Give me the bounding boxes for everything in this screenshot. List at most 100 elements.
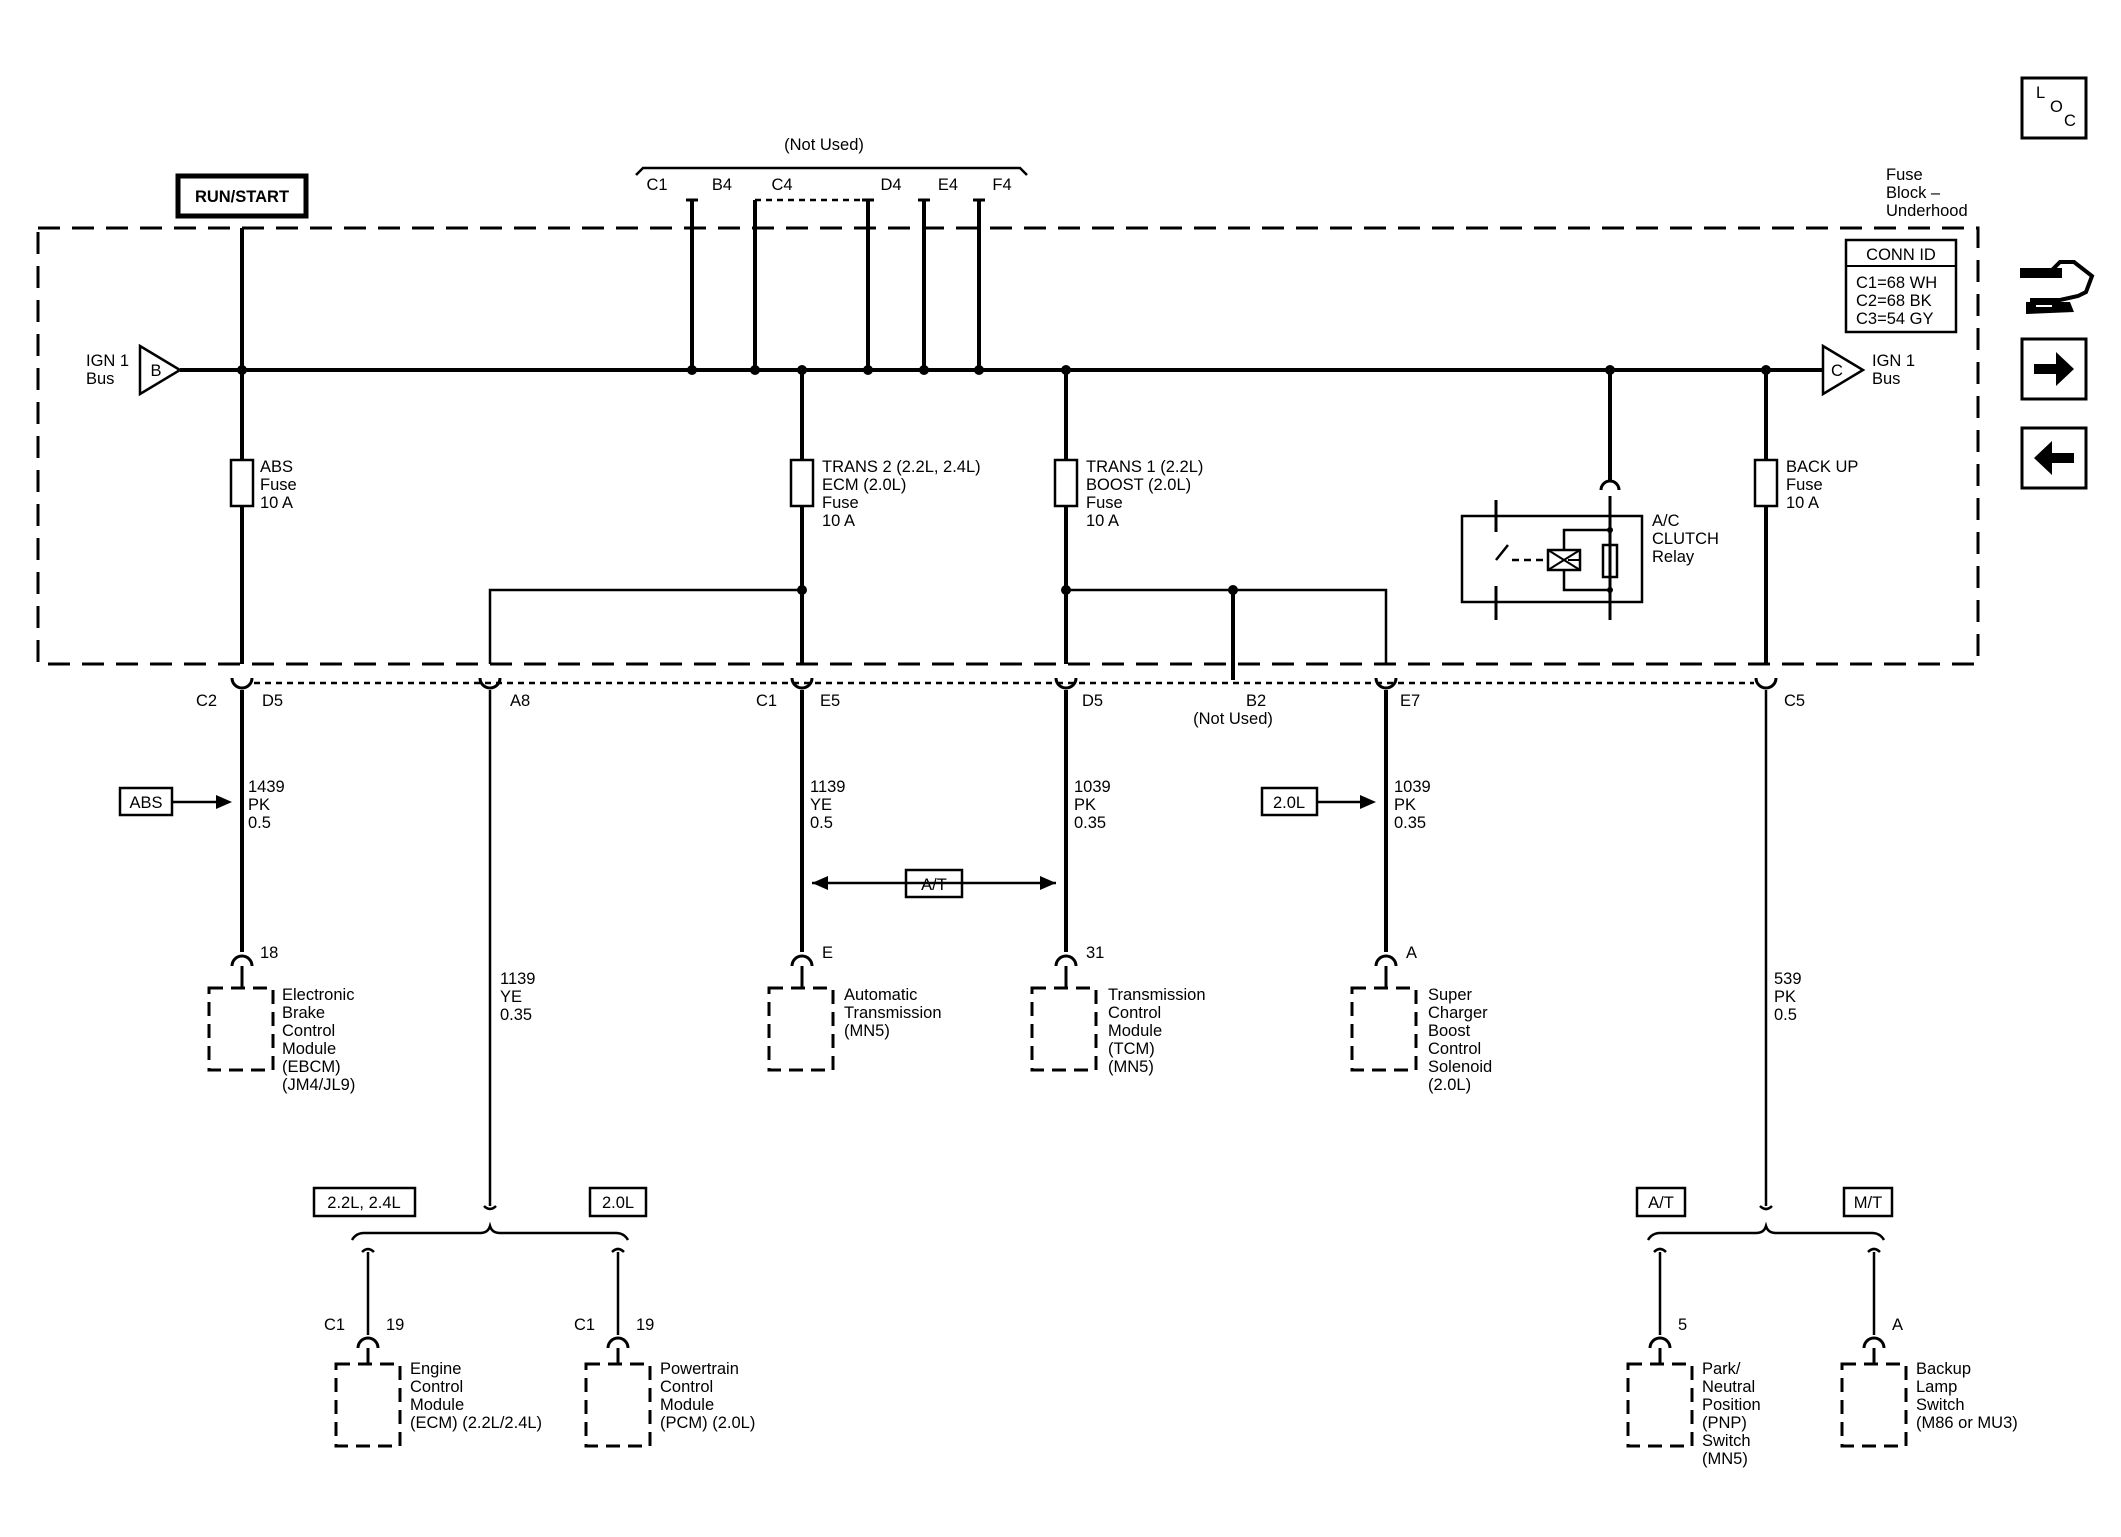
conn-d5-2: D5 <box>1082 692 1103 710</box>
conn-b2: B2 <box>1246 692 1266 710</box>
twol-option-tag <box>1260 786 1319 817</box>
right-bus-label-2: Bus <box>1872 370 1900 388</box>
engine-b-option-tag <box>588 1186 648 1218</box>
backup-fuse <box>1753 458 1779 508</box>
wire-label: 1439 <box>248 778 285 796</box>
trans1-fuse-label-4: 10 A <box>1086 512 1119 530</box>
arrow-left-icon[interactable] <box>2020 426 2088 490</box>
pnp-box <box>1626 1362 1694 1448</box>
twol-tag-text: 2.0L <box>1273 794 1305 812</box>
conn-id-box <box>1844 238 1958 334</box>
engine-a-option-tag <box>312 1186 417 1218</box>
fuse-block-title: Fuse <box>1886 166 1923 184</box>
fuse-block-title-3: Underhood <box>1886 202 1968 220</box>
abs-fuse-label-2: Fuse <box>260 476 297 494</box>
harness-connector-icon[interactable] <box>2020 260 2095 314</box>
pcm-pin: 19 <box>636 1316 654 1334</box>
ecm-conn: C1 <box>324 1316 345 1334</box>
top-pin-c1: C1 <box>646 176 667 194</box>
right-bus-letter: C <box>1831 362 1843 380</box>
bus-b-triangle <box>138 343 183 397</box>
pnp-pin: 5 <box>1678 1316 1687 1334</box>
ecm-label: Engine <box>410 1360 461 1378</box>
wire-label-color: YE <box>500 988 522 1006</box>
auto-trans-box <box>767 986 835 1072</box>
tcm-label: Transmission <box>1108 986 1206 1004</box>
engine-a-tag-text: 2.2L, 2.4L <box>327 1194 400 1212</box>
trans1-fuse-label: TRANS 1 (2.2L) <box>1086 458 1203 476</box>
ecm-label-4: (ECM) (2.2L/2.4L) <box>410 1414 542 1432</box>
abs-tag-text: ABS <box>129 794 162 812</box>
left-bus-label: IGN 1 <box>86 352 129 370</box>
auto-trans-pin: E <box>822 944 833 962</box>
wire-label: 1139 <box>810 778 845 796</box>
wire-label-color: YE <box>810 796 832 814</box>
top-pin-d4: D4 <box>880 176 901 194</box>
wire-label-color: PK <box>1774 988 1796 1006</box>
abs-option-tag <box>118 786 174 817</box>
ebcm-label-5: (EBCM) <box>282 1058 341 1076</box>
run-start-box <box>175 173 309 219</box>
backup-fuse-label-2: Fuse <box>1786 476 1823 494</box>
pnp-label-2: Neutral <box>1702 1378 1755 1396</box>
engine-b-tag-text: 2.0L <box>602 1194 634 1212</box>
auto-trans-label-3: (MN5) <box>844 1022 890 1040</box>
conn-id-title: CONN ID <box>1866 246 1936 264</box>
supercharger-label: Super <box>1428 986 1473 1004</box>
svg-text:L: L <box>2036 84 2045 102</box>
conn-id-row: C1=68 WH <box>1856 274 1937 292</box>
trans2-fuse <box>789 458 815 508</box>
ebcm-label-2: Brake <box>282 1004 325 1022</box>
top-pin-b4: B4 <box>712 176 732 194</box>
supercharger-box <box>1350 986 1418 1072</box>
loc-icon[interactable]: L O C <box>2020 76 2088 140</box>
ac-clutch-relay <box>1460 514 1644 604</box>
at-tag-text: A/T <box>921 876 947 894</box>
wire-label-color: PK <box>1394 796 1416 814</box>
top-pin-f4: F4 <box>992 176 1011 194</box>
backup-fuse-label: BACK UP <box>1786 458 1858 476</box>
supercharger-label-3: Boost <box>1428 1022 1471 1040</box>
wire-label: 1039 <box>1074 778 1111 796</box>
conn-e5: E5 <box>820 692 840 710</box>
ebcm-label-3: Control <box>282 1022 335 1040</box>
pcm-label: Powertrain <box>660 1360 739 1378</box>
top-pin-c4: C4 <box>771 176 792 194</box>
ecm-box <box>334 1362 402 1448</box>
tcm-label-4: (TCM) <box>1108 1040 1155 1058</box>
supercharger-pin: A <box>1406 944 1417 962</box>
conn-id-row: C3=54 GY <box>1856 310 1934 328</box>
wire-label-size: 0.35 <box>1394 814 1426 832</box>
fuse-block-title-2: Block – <box>1886 184 1941 202</box>
conn-c1: C1 <box>756 692 777 710</box>
pcm-conn: C1 <box>574 1316 595 1334</box>
backup-fuse-label-3: 10 A <box>1786 494 1819 512</box>
backup-switch-box <box>1840 1362 1908 1448</box>
tcm-label-2: Control <box>1108 1004 1161 1022</box>
pcm-label-3: Module <box>660 1396 714 1414</box>
arrow-right-icon[interactable] <box>2020 337 2088 401</box>
trans2-fuse-label-2: ECM (2.0L) <box>822 476 906 494</box>
relay-label: A/C <box>1652 512 1680 530</box>
conn-c5: C5 <box>1784 692 1805 710</box>
supercharger-label-4: Control <box>1428 1040 1481 1058</box>
trans2-fuse-label-3: Fuse <box>822 494 859 512</box>
backup-switch-label: Backup <box>1916 1360 1971 1378</box>
trans2-fuse-label: TRANS 2 (2.2L, 2.4L) <box>822 458 981 476</box>
ebcm-pin: 18 <box>260 944 278 962</box>
tcm-pin: 31 <box>1086 944 1104 962</box>
left-bus-letter: B <box>150 362 161 380</box>
wire-label-size: 0.35 <box>500 1006 532 1024</box>
top-connector-bracket <box>635 166 1028 176</box>
ebcm-box <box>207 986 275 1072</box>
left-bus-label-2: Bus <box>86 370 114 388</box>
ecm-label-3: Module <box>410 1396 464 1414</box>
top-pin-e4: E4 <box>938 176 958 194</box>
pnp-label-6: (MN5) <box>1702 1450 1748 1468</box>
backup-switch-label-3: Switch <box>1916 1396 1965 1414</box>
conn-d5: D5 <box>262 692 283 710</box>
auto-trans-label-2: Transmission <box>844 1004 942 1022</box>
pnp-label-5: Switch <box>1702 1432 1751 1450</box>
wire-label-size: 0.5 <box>1774 1006 1797 1024</box>
wire-label-color: PK <box>248 796 270 814</box>
